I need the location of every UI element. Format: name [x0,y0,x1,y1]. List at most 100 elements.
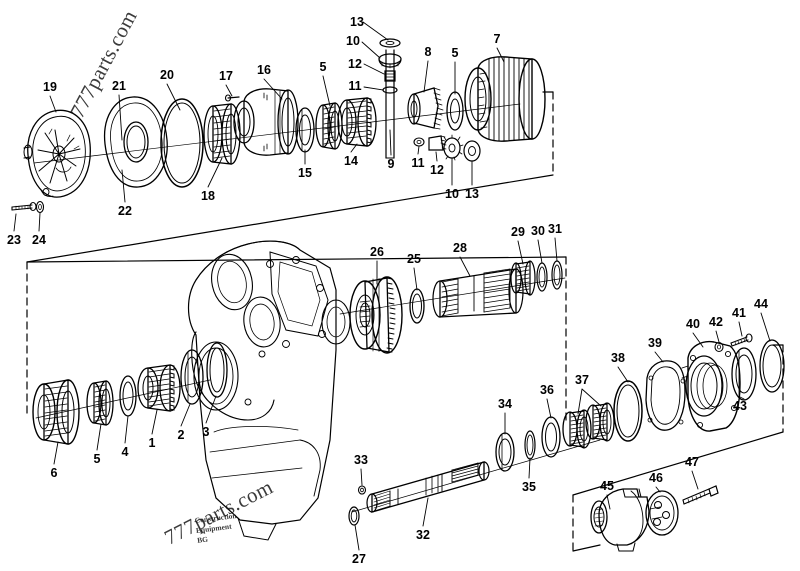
callout-label-33: 33 [354,452,368,467]
callout-label-23: 23 [7,232,21,247]
callout-label-11: 11 [348,78,362,93]
part-9-cross-shaft [385,49,395,159]
callout-label-31: 31 [548,221,562,236]
part-5-lower-bearing [86,380,114,426]
callout-label-27: 27 [352,551,366,566]
callout-label-46: 46 [649,470,663,485]
axis-upper-shaft [339,277,566,315]
callout-label-8: 8 [424,44,432,59]
callout-label-34: 34 [498,396,512,411]
callout-label-40: 40 [686,316,700,331]
callout-label-16: 16 [257,62,271,77]
part-34-seal-ring [495,432,515,472]
callout-label-5: 5 [93,451,101,466]
part-38-o-ring [613,380,643,442]
part-40-bearing-housing [681,340,741,432]
callout-label-6: 6 [50,465,58,480]
leader-lines [13,21,771,551]
part-27-snap-ring [348,506,360,526]
group-boundary-pump [572,494,601,552]
callout-label-5: 5 [451,45,459,60]
part-14-clutch-hub [337,97,377,147]
callout-label-26: 26 [370,244,384,259]
part-33-plug [357,485,367,495]
callout-label-42: 42 [709,314,723,329]
part-4-spacer-ring [119,375,137,417]
callout-label-32: 32 [416,527,430,542]
callout-label-18: 18 [201,188,215,203]
callout-label-13: 13 [350,14,364,29]
part-20-o-ring [160,98,204,188]
callout-label-11: 11 [411,155,425,170]
part-45-pump-body [590,488,650,552]
part-29-needle-bearing [510,260,536,296]
callout-label-35: 35 [522,479,536,494]
part-12-lower-bevel [428,135,447,151]
callout-label-39: 39 [648,335,662,350]
part-19-end-cover [23,109,91,198]
callout-label-5: 5 [319,59,327,74]
callout-label-37: 37 [575,372,589,387]
callout-label-1: 1 [148,435,156,450]
part-11-upper-washer [382,86,398,94]
callout-label-4: 4 [121,444,129,459]
part-11-lower-washer [413,137,425,147]
callout-label-7: 7 [493,31,501,46]
part-12-upper-bushing [384,70,396,82]
part-10-upper-gear [378,53,402,69]
part-28-main-shaft [432,268,524,318]
part-6-roller-bearing [32,379,80,445]
callout-label-10: 10 [445,186,459,201]
callout-label-12: 12 [348,56,362,71]
part-23-bolt [11,201,37,212]
part-21-22-plate [103,96,168,188]
part-13-lower-washer [463,140,481,162]
part-8-bevel-gear [407,87,444,130]
callout-label-10: 10 [346,33,360,48]
part-31-snap-ring [551,260,563,290]
callout-label-38: 38 [611,350,625,365]
part-17-pin [224,94,240,102]
part-39-gasket [645,360,686,431]
part-46-pump-cover [645,490,679,536]
callout-label-30: 30 [531,223,545,238]
part-47-bolt [682,485,719,505]
callout-label-47: 47 [685,454,699,469]
callout-label-21: 21 [112,78,126,93]
callout-label-15: 15 [298,165,312,180]
callout-label-41: 41 [732,305,746,320]
callout-label-19: 19 [43,79,57,94]
callout-label-9: 9 [387,156,395,171]
part-26-gear [349,276,403,354]
transfer-case-housing [187,240,351,541]
callout-label-45: 45 [600,478,614,493]
part-44-seal-ring [759,339,785,393]
part-30-washer [536,262,548,292]
part-32-output-shaft [366,461,490,513]
part-18-roller-bearing [203,103,241,165]
callout-label-28: 28 [453,240,467,255]
part-24-washer [35,200,45,214]
part-3-retaining-ring [206,342,228,398]
callout-label-22: 22 [118,203,132,218]
part-36-washer [541,416,561,458]
callout-label-2: 2 [177,427,185,442]
callout-label-25: 25 [407,251,421,266]
part-42-washer [714,341,724,353]
callout-label-20: 20 [160,67,174,82]
part-2-seal-ring [180,349,204,405]
callout-label-44: 44 [754,296,768,311]
callout-label-17: 17 [219,68,233,83]
part-41-bolt [730,333,753,347]
part-25-spacer [409,288,425,324]
part-10-lower-gear [440,134,464,161]
callout-label-3: 3 [202,424,210,439]
callout-label-12: 12 [430,162,444,177]
group-boundary-main [26,256,567,421]
callout-label-24: 24 [32,232,46,247]
axis-lower-shaft [351,439,601,513]
part-37-bearing-a [562,409,592,449]
part-13-upper-washer [379,38,401,48]
